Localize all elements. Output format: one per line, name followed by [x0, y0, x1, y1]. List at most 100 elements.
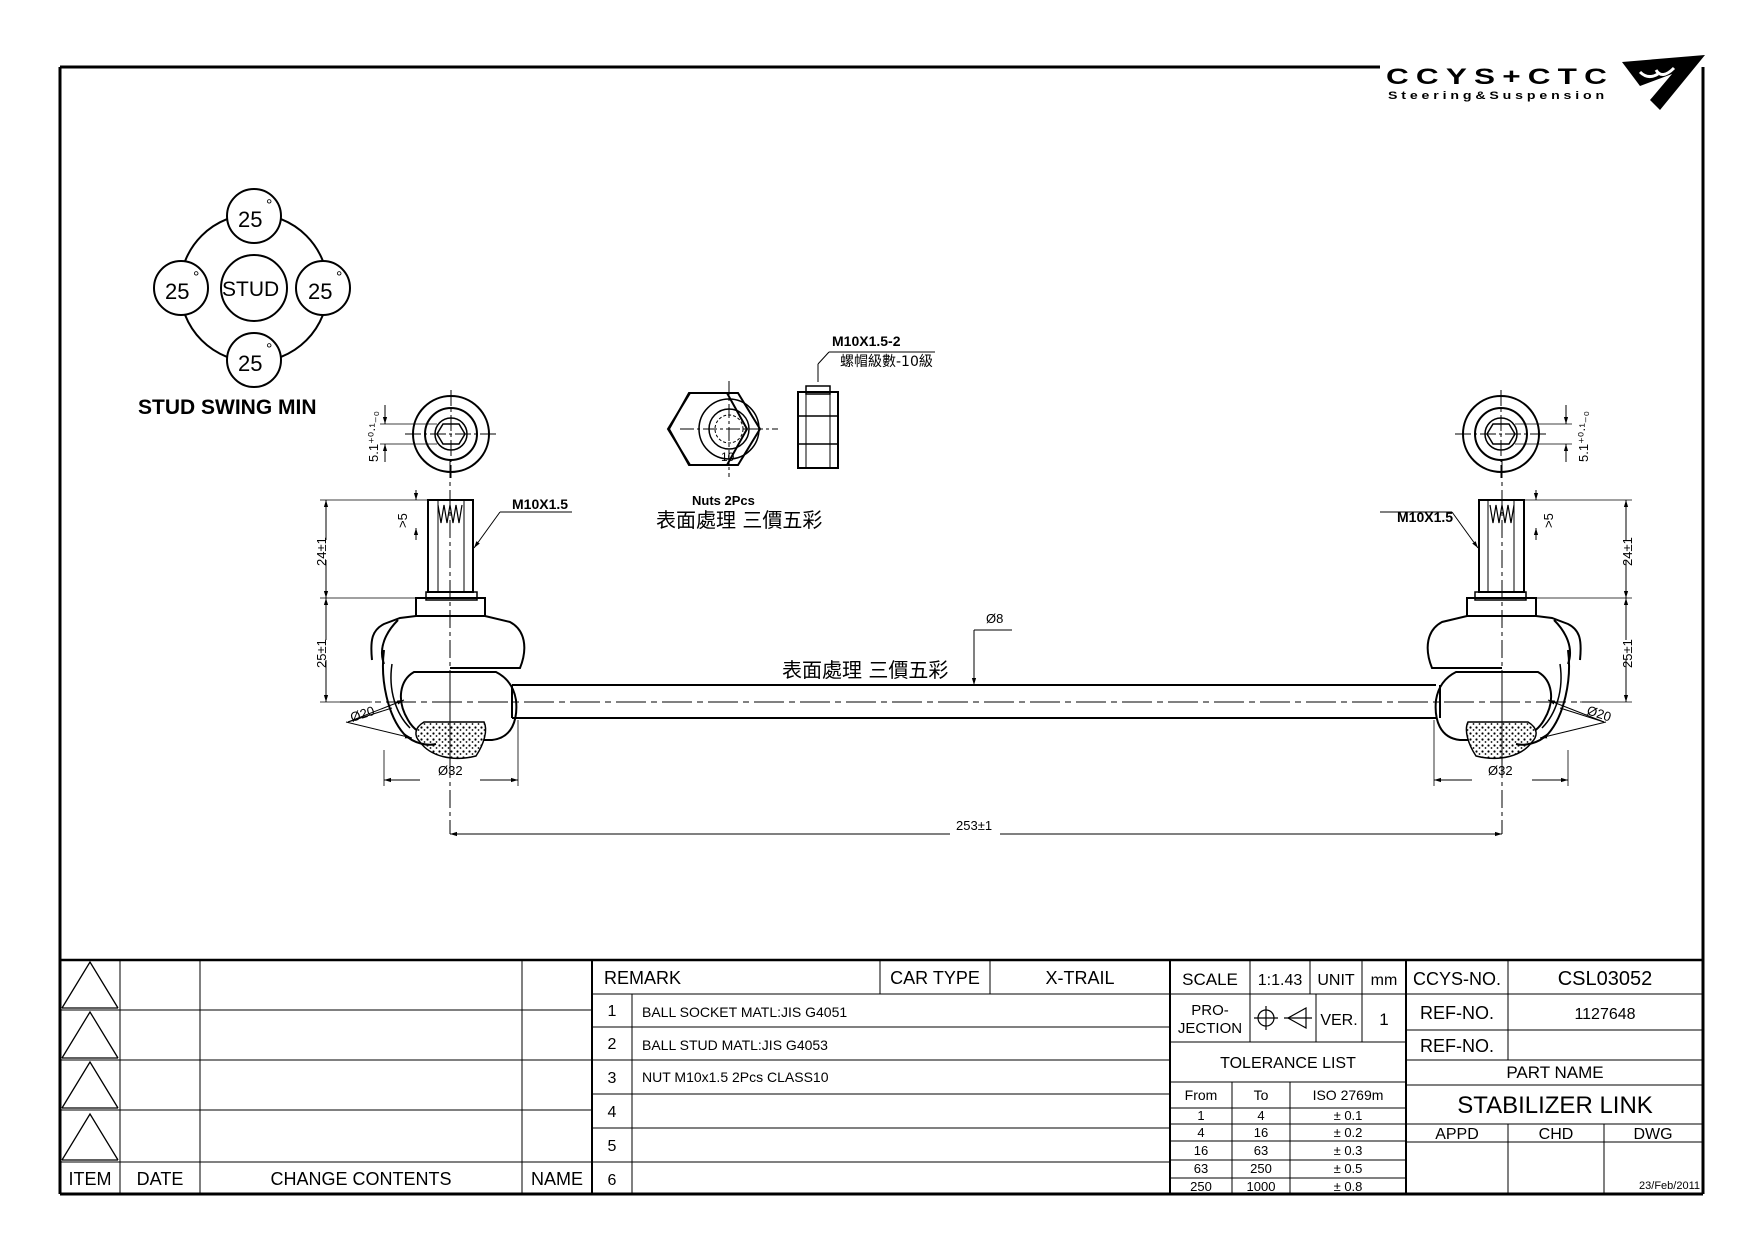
title-block: CCYS-NO. CSL03052 REF-NO. 1127648 REF-NO…: [1413, 968, 1700, 1192]
remark-text-2: BALL STUD MATL:JIS G4053: [642, 1037, 828, 1053]
remarks-table: REMARK CAR TYPE X-TRAIL 1 BALL SOCKET MA…: [604, 968, 1115, 1189]
ref-no-value-1: 1127648: [1574, 1006, 1635, 1023]
right-hex-depth: 5.1⁺⁰·¹₋₀: [1576, 411, 1591, 462]
tol-header-from: From: [1185, 1087, 1218, 1103]
swing-angle-bottom: 25: [238, 351, 262, 376]
tol-row-1-iso: ± 0.1: [1334, 1108, 1363, 1123]
tol-row-5-to: 1000: [1247, 1179, 1276, 1194]
tol-row-4-iso: ± 0.5: [1334, 1161, 1363, 1176]
remark-no-6: 6: [608, 1172, 617, 1189]
ref-no-label-2: REF-NO.: [1420, 1036, 1494, 1056]
revision-markers: [61, 960, 119, 1161]
nut-grade: 螺帽級數-10級: [840, 354, 933, 370]
remark-no-2: 2: [608, 1036, 617, 1053]
rev-header-name: NAME: [531, 1169, 583, 1189]
stud-swing-diagram: 25 25 25 25 ° ° ° ° STUD STUD SWING MIN: [138, 188, 351, 419]
projection-symbol-icon: [1254, 1006, 1312, 1030]
left-stud-length: 24±1: [314, 537, 329, 566]
right-housing-diameter: Ø32: [1488, 763, 1513, 778]
spec-block: SCALE 1:1.43 UNIT mm PRO- JECTION VER. 1…: [1178, 970, 1397, 1194]
scale-label: SCALE: [1182, 970, 1238, 989]
swing-degree-bottom: °: [266, 341, 272, 358]
left-ball-joint: M10X1.5 24±1 25±1 >5 Ø20 Ø32: [314, 460, 572, 834]
rev-header-change: CHANGE CONTENTS: [270, 1169, 451, 1189]
approved-label: APPD: [1435, 1126, 1479, 1143]
drawn-label: DWG: [1633, 1126, 1672, 1143]
remark-title: REMARK: [604, 968, 681, 988]
remark-text-3: NUT M10x1.5 2Pcs CLASS10: [642, 1069, 829, 1085]
nut-spec: M10X1.5-2: [832, 333, 901, 349]
checked-label: CHD: [1539, 1126, 1574, 1143]
left-thread-spec: M10X1.5: [512, 496, 568, 512]
right-stud-length: 24±1: [1620, 537, 1635, 566]
logo-tagline: Steering&Suspension: [1388, 90, 1608, 102]
scale-value: 1:1.43: [1258, 972, 1303, 989]
stabilizer-link-elevation: M10X1.5 24±1 25±1 >5 Ø20 Ø32: [314, 460, 1635, 837]
right-thread-min: >5: [1541, 513, 1556, 528]
swing-caption: STUD SWING MIN: [138, 396, 317, 419]
tol-row-3-to: 63: [1254, 1143, 1268, 1158]
ccys-no-value: CSL03052: [1558, 968, 1653, 990]
tol-row-1-from: 1: [1197, 1108, 1204, 1123]
right-body-height: 25±1: [1620, 639, 1635, 668]
projection-label-1: PRO-: [1191, 1002, 1229, 1019]
tol-row-4-from: 63: [1194, 1161, 1208, 1176]
title-block-grid: [60, 960, 1703, 1194]
projection-label-2: JECTION: [1178, 1020, 1242, 1037]
car-type-value: X-TRAIL: [1045, 968, 1114, 988]
remark-no-1: 1: [608, 1003, 617, 1020]
swing-degree-left: °: [193, 269, 199, 286]
tol-header-to: To: [1254, 1087, 1269, 1103]
right-ball-joint: [1380, 460, 1632, 834]
rod-diameter: Ø8: [986, 611, 1003, 626]
tol-row-5-from: 250: [1190, 1179, 1212, 1194]
logo-mark-icon: [1622, 55, 1705, 110]
right-thread-spec: M10X1.5: [1397, 509, 1453, 525]
tol-row-1-to: 4: [1257, 1108, 1264, 1123]
part-name-value: STABILIZER LINK: [1457, 1092, 1653, 1119]
logo-brand: CCYS+CTC: [1386, 64, 1614, 89]
unit-label: UNIT: [1317, 972, 1355, 989]
remark-no-3: 3: [608, 1070, 617, 1087]
remark-no-4: 4: [608, 1104, 617, 1121]
left-hex-depth: 5.1⁺⁰·¹₋₀: [366, 411, 381, 462]
car-type-label: CAR TYPE: [890, 968, 980, 988]
rod-finish: 表面處理 三價五彩: [782, 658, 948, 682]
nut-qty: Nuts 2Pcs: [692, 493, 755, 508]
nut-drawing: 10 M10X1.5-2 螺帽級數-10級 Nuts 2Pcs 表面處理 三價五…: [656, 333, 935, 532]
nut-finish: 表面處理 三價五彩: [656, 508, 822, 532]
right-stud-end-view: 5.1⁺⁰·¹₋₀: [1455, 390, 1591, 478]
nut-size: 10: [721, 450, 735, 464]
tolerance-title: TOLERANCE LIST: [1220, 1055, 1356, 1072]
unit-value: mm: [1371, 972, 1398, 989]
swing-angle-right: 25: [308, 279, 332, 304]
drawing-date: 23/Feb/2011: [1639, 1180, 1700, 1192]
right-ball-diameter: Ø20: [1585, 703, 1613, 725]
left-stud-end-view: 5.1⁺⁰·¹₋₀: [366, 390, 497, 478]
swing-angle-top: 25: [238, 207, 262, 232]
rev-header-item: ITEM: [69, 1169, 112, 1189]
left-ball-diameter: Ø20: [348, 703, 376, 725]
swing-degree-top: °: [266, 197, 272, 214]
remark-text-1: BALL SOCKET MATL:JIS G4051: [642, 1004, 847, 1020]
tol-row-2-iso: ± 0.2: [1334, 1125, 1363, 1140]
tol-row-2-from: 4: [1197, 1125, 1204, 1140]
left-thread-min: >5: [395, 513, 410, 528]
tol-row-2-to: 16: [1254, 1125, 1268, 1140]
tol-header-iso: ISO 2769m: [1313, 1087, 1384, 1103]
ver-label: VER.: [1320, 1012, 1357, 1029]
swing-angle-left: 25: [165, 279, 189, 304]
overall-length: 253±1: [956, 818, 992, 833]
left-body-height: 25±1: [314, 639, 329, 668]
tol-row-3-from: 16: [1194, 1143, 1208, 1158]
company-logo: CCYS+CTC Steering&Suspension: [1386, 55, 1705, 110]
remark-no-5: 5: [608, 1138, 617, 1155]
left-housing-diameter: Ø32: [438, 763, 463, 778]
tol-row-4-to: 250: [1250, 1161, 1272, 1176]
swing-center-label: STUD: [222, 278, 279, 301]
part-name-label: PART NAME: [1506, 1063, 1603, 1082]
ccys-no-label: CCYS-NO.: [1413, 969, 1501, 989]
rev-header-date: DATE: [137, 1169, 184, 1189]
tol-row-5-iso: ± 0.8: [1334, 1179, 1363, 1194]
revision-block: ITEM DATE CHANGE CONTENTS NAME: [69, 1169, 584, 1189]
